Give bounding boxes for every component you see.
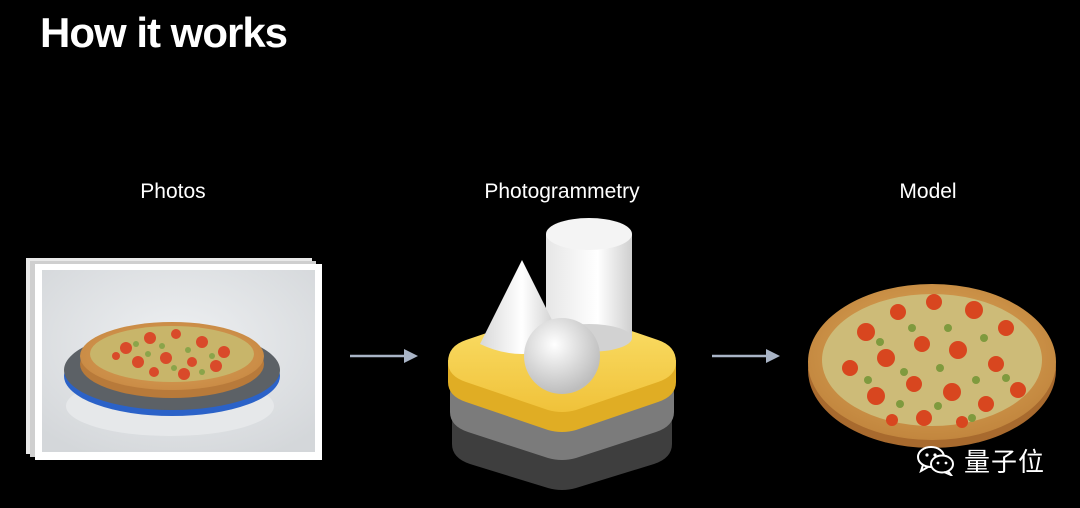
- slide-title: How it works: [40, 9, 288, 56]
- watermark-text: 量子位: [964, 447, 1046, 478]
- step-label-photos: Photos: [140, 180, 206, 203]
- pizza-model-image: [808, 284, 1056, 448]
- step-label-photogrammetry: Photogrammetry: [484, 180, 640, 203]
- watermark: 量子位: [916, 440, 1045, 480]
- arrow-right-icon: [712, 349, 780, 363]
- arrow-right-icon: [350, 349, 418, 363]
- reality-composer-icon: [448, 218, 676, 490]
- photo-stack-image: [26, 258, 322, 460]
- wechat-icon: [917, 446, 954, 476]
- step-label-model: Model: [899, 180, 957, 203]
